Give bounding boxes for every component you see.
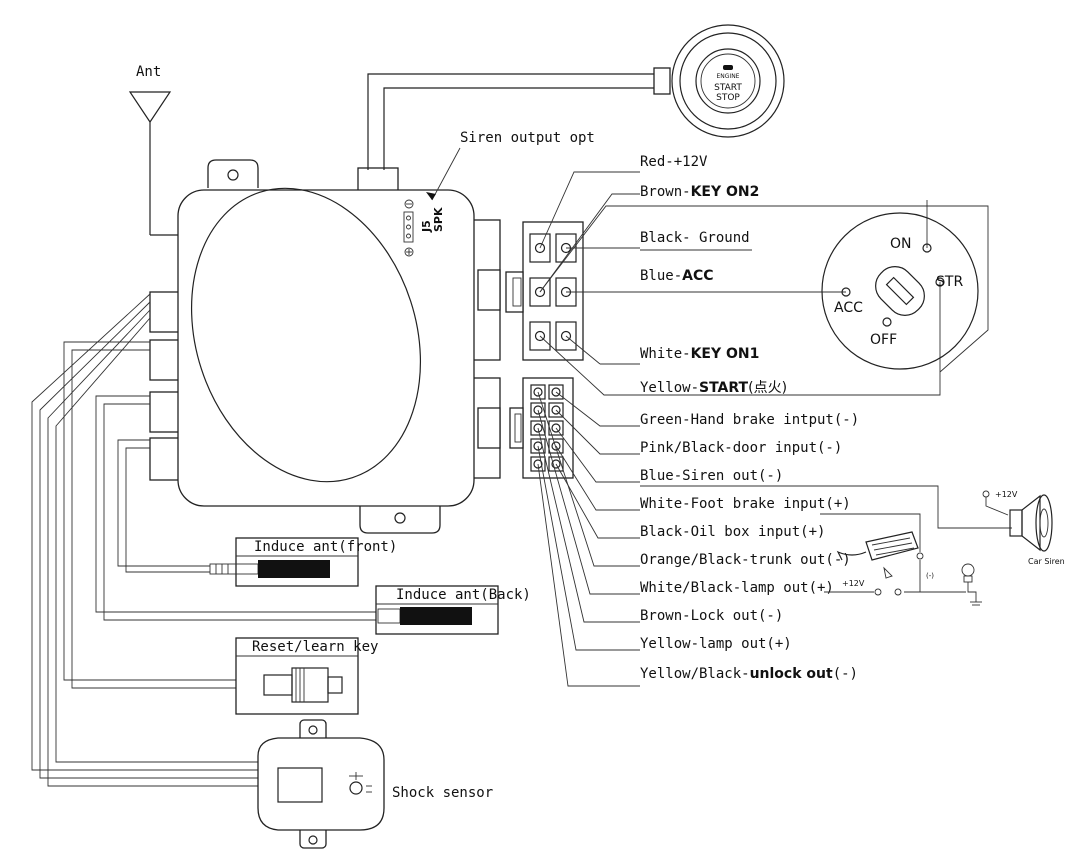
wire-yellow-lamp: Yellow-lamp out(+) xyxy=(640,636,792,652)
wire-yellow-start: Yellow-START(点火) xyxy=(640,380,787,396)
wire-blue-acc: Blue-ACC xyxy=(640,268,714,284)
wire-black-ground: Black- Ground xyxy=(640,230,750,246)
wire-green-hand-brake: Green-Hand brake intput(-) xyxy=(640,412,859,428)
induce-front-label: Induce ant(front) xyxy=(254,539,397,555)
wire-white-foot-brake: White-Foot brake input(+) xyxy=(640,496,851,512)
shock-sensor: Shock sensor xyxy=(257,719,493,849)
brake-pedal-icon xyxy=(836,531,919,579)
engine-start-stop-button: ENGINE START STOP xyxy=(367,24,785,170)
wire-brown-key-on2: Brown-KEY ON2 xyxy=(640,184,759,200)
io-connector xyxy=(509,377,640,687)
lamp-12v-label: +12V xyxy=(842,579,865,588)
start-button-engine-text: ENGINE xyxy=(717,73,740,80)
siren-output-label: Siren output opt xyxy=(460,130,595,146)
antenna-label: Ant xyxy=(136,64,161,80)
wire-white-black-lamp: White/Black-lamp out(+) xyxy=(640,580,834,596)
reset-learn-key: Reset/learn key xyxy=(235,637,378,715)
ignition-on-label: ON xyxy=(890,236,912,252)
j5-label: J5 xyxy=(420,220,433,233)
spk-label: SPK xyxy=(432,207,445,232)
shock-sensor-label: Shock sensor xyxy=(392,785,493,801)
wire-blue-siren: Blue-Siren out(-) xyxy=(640,468,783,484)
ignition-off-label: OFF xyxy=(870,332,897,348)
induce-antenna-front: Induce ant(front) xyxy=(209,537,397,587)
car-siren-label: Car Siren xyxy=(1028,557,1065,566)
start-button-start-text: START xyxy=(714,83,742,93)
start-button-stop-text: STOP xyxy=(716,93,740,103)
wire-white-key-on1: White-KEY ON1 xyxy=(640,346,759,362)
ignition-switch: ON STR ACC OFF xyxy=(821,212,979,370)
ignition-acc-label: ACC xyxy=(834,300,863,316)
wire-brown-lock: Brown-Lock out(-) xyxy=(640,608,783,624)
brake-lamp-circuit: (-) +12V xyxy=(820,513,982,606)
induce-antenna-back: Induce ant(Back) xyxy=(375,585,531,635)
wire-orange-black-trunk: Orange/Black-trunk out(-) xyxy=(640,552,851,568)
wire-yellow-black-unlock: Yellow/Black-unlock out(-) xyxy=(640,666,858,682)
antenna: Ant xyxy=(128,64,178,236)
induce-back-label: Induce ant(Back) xyxy=(396,587,531,603)
wire-red-12v: Red-+12V xyxy=(640,154,708,170)
wire-pink-black-door: Pink/Black-door input(-) xyxy=(640,440,842,456)
top-wire-labels: Red-+12V Brown-KEY ON2 Black- Ground Blu… xyxy=(640,154,787,396)
j5-jumper: J5 SPK xyxy=(403,199,445,257)
wire-black-oil-box: Black-Oil box input(+) xyxy=(640,524,825,540)
power-connector xyxy=(505,171,989,396)
main-control-unit: J5 SPK Siren output opt xyxy=(149,130,595,534)
reset-key-label: Reset/learn key xyxy=(252,639,378,655)
negative-label: (-) xyxy=(926,572,934,580)
car-siren: +12V Car Siren xyxy=(640,485,1065,566)
siren-12v-label: +12V xyxy=(995,490,1018,499)
accessory-wiring xyxy=(31,293,378,787)
bottom-wire-labels: Green-Hand brake intput(-) Pink/Black-do… xyxy=(640,412,859,682)
ignition-str-label: STR xyxy=(936,274,963,290)
